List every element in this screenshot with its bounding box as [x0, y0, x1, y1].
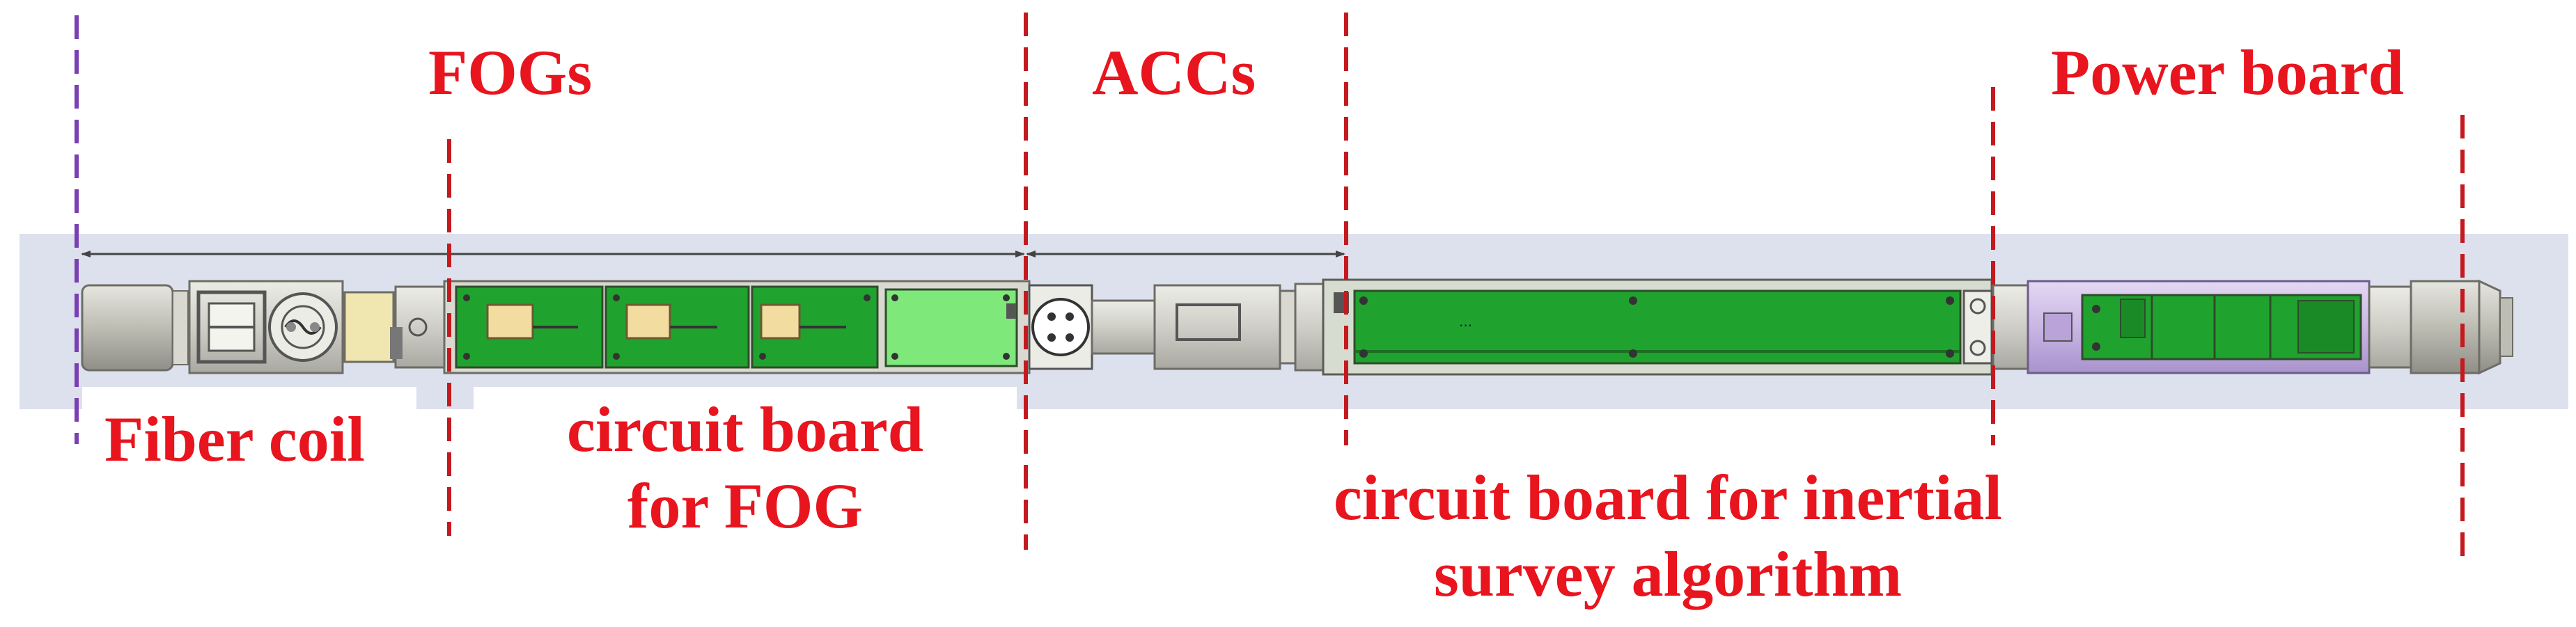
fiber-coil-assembly	[81, 280, 446, 374]
svg-text:···: ···	[1459, 317, 1472, 334]
label-circuit-board-fog-line1: circuit board	[567, 394, 923, 465]
label-circuit-board-fog-line2: for FOG	[627, 470, 864, 542]
label-circuit-board-inertial-line1: circuit board for inertial	[1334, 462, 2002, 533]
label-fogs: FOGs	[428, 37, 593, 108]
label-power-board: Power board	[2051, 37, 2404, 108]
power-board-assembly	[1992, 279, 2513, 375]
label-circuit-board-inertial: circuit board for inertial survey algori…	[1250, 459, 2086, 613]
label-accs: ACCs	[1092, 37, 1256, 108]
accelerometer-assembly	[1028, 284, 1316, 370]
fog-circuit-boards	[443, 280, 1031, 374]
label-backdrop-fiber-coil	[82, 387, 416, 436]
inertial-algorithm-board: ···	[1294, 278, 1993, 376]
section-dividers	[75, 13, 2465, 557]
label-circuit-board-inertial-line2: survey algorithm	[1433, 539, 1903, 610]
label-circuit-board-fog: circuit board for FOG	[515, 391, 975, 545]
label-backdrop-fog-board	[474, 387, 1017, 436]
label-fiber-coil: Fiber coil	[104, 404, 365, 475]
